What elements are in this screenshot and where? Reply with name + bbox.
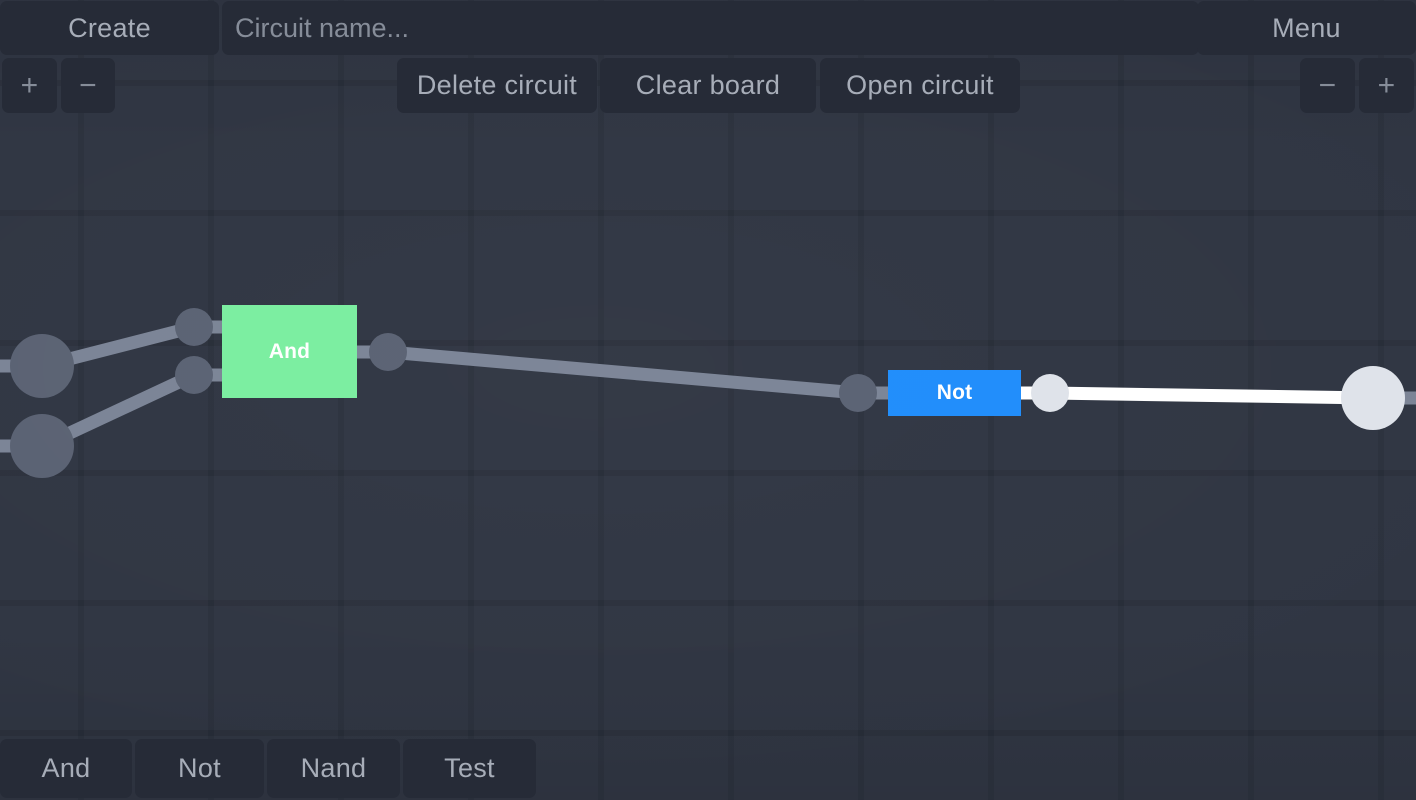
wire[interactable] — [1049, 386, 1374, 405]
circuit-name-input[interactable] — [222, 1, 1199, 55]
wire[interactable] — [387, 345, 859, 400]
circuit-node-input-source[interactable] — [10, 414, 74, 478]
circuit-node-gate-output[interactable] — [369, 333, 407, 371]
delete-circuit-button[interactable]: Delete circuit — [397, 58, 597, 113]
circuit-node-gate-input[interactable] — [175, 308, 213, 346]
gate-label: And — [268, 339, 311, 363]
pan-minus-button[interactable]: − — [1300, 58, 1355, 113]
zoom-out-button[interactable]: − — [61, 58, 115, 113]
circuit-node-gate-output[interactable] — [1031, 374, 1069, 412]
circuit-node-gate-input[interactable] — [175, 356, 213, 394]
palette-item-nand[interactable]: Nand — [267, 739, 400, 798]
clear-board-button[interactable]: Clear board — [600, 58, 816, 113]
palette-item-not[interactable]: Not — [135, 739, 264, 798]
circuit-node-gate-input[interactable] — [839, 374, 877, 412]
zoom-in-button[interactable]: + — [2, 58, 57, 113]
gate-and[interactable]: And — [222, 305, 357, 398]
menu-button[interactable]: Menu — [1197, 1, 1416, 55]
open-circuit-button[interactable]: Open circuit — [820, 58, 1020, 113]
palette-item-and[interactable]: And — [0, 739, 132, 798]
create-button[interactable]: Create — [0, 1, 219, 55]
circuit-node-input-source[interactable] — [10, 334, 74, 398]
gate-not[interactable]: Not — [888, 370, 1021, 416]
palette-item-test[interactable]: Test — [403, 739, 536, 798]
gate-label: Not — [936, 381, 973, 404]
pan-plus-button[interactable]: + — [1359, 58, 1414, 113]
circuit-node-output-sink[interactable] — [1341, 366, 1405, 430]
